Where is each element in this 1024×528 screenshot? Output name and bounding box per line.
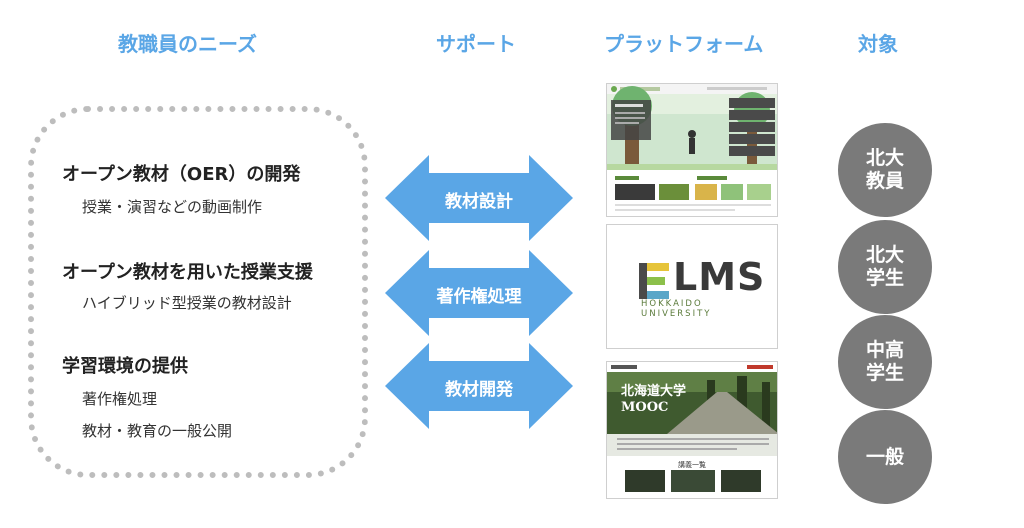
elms-e-logo-icon: [639, 263, 669, 299]
double-arrow-icon: [385, 250, 573, 336]
platform-screenshot-elms: LMS HOKKAIDO UNIVERSITY: [606, 224, 778, 349]
target-line2: 学生: [865, 362, 904, 384]
elms-university-text: HOKKAIDO UNIVERSITY: [641, 299, 712, 319]
support-label-development: 教材開発: [445, 380, 513, 400]
target-hu-students: 北大 学生: [838, 220, 932, 314]
target-line2: 学生: [865, 267, 904, 289]
need-sub-copyright: 著作権処理: [82, 390, 158, 408]
opencourse-thumbnail: [607, 84, 777, 211]
needs-box: [28, 106, 368, 478]
target-line1: 中高: [865, 339, 904, 362]
support-label-design: 教材設計: [445, 192, 513, 212]
target-line2: 教員: [865, 170, 904, 192]
platform-screenshot-opencourse: [606, 83, 778, 217]
double-arrow-icon: [385, 155, 573, 241]
mooc-title-line2: MOOC: [621, 400, 669, 416]
mooc-list-label: 講義一覧: [678, 461, 706, 469]
header-target: 対象: [858, 32, 898, 56]
target-general-public: 一般: [838, 410, 932, 504]
mooc-thumbnail: [607, 362, 777, 498]
need-title-oer: オープン教材（OER）の開発: [62, 164, 301, 185]
need-sub-video: 授業・演習などの動画制作: [82, 198, 263, 216]
support-label-copyright: 著作権処理: [436, 287, 522, 307]
elms-logo-text: LMS: [673, 255, 766, 299]
target-line1: 北大: [865, 147, 904, 170]
need-title-environment: 学習環境の提供: [62, 356, 188, 377]
need-title-class-support: オープン教材を用いた授業支援: [62, 262, 313, 283]
need-sub-public: 教材・教育の一般公開: [82, 422, 233, 440]
target-line1: 一般: [865, 445, 904, 468]
mooc-title: 北海道大学 MOOC: [621, 384, 686, 417]
target-secondary-students: 中高 学生: [838, 315, 932, 409]
target-hu-faculty: 北大 教員: [838, 123, 932, 217]
header-platform: プラットフォーム: [604, 32, 764, 56]
platform-screenshot-mooc: 北海道大学 MOOC 講義一覧: [606, 361, 778, 499]
need-sub-hybrid: ハイブリッド型授業の教材設計: [82, 294, 292, 312]
mooc-title-line1: 北海道大学: [621, 384, 687, 399]
header-support: サポート: [436, 32, 516, 56]
target-line1: 北大: [865, 244, 904, 267]
double-arrow-icon: [385, 343, 573, 429]
header-needs: 教職員のニーズ: [118, 32, 257, 56]
